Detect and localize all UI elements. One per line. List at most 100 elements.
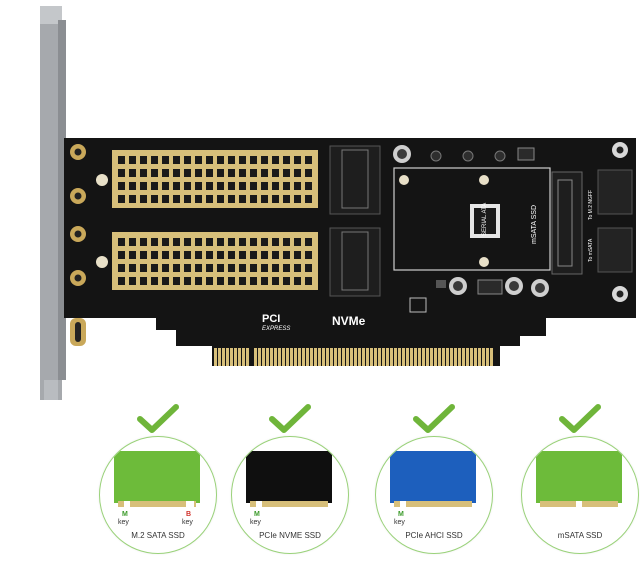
heatsink-slot xyxy=(140,277,147,285)
gold-finger xyxy=(270,348,273,366)
pcie-nvme-ssd-icon xyxy=(246,451,332,509)
heatsink-slot xyxy=(250,251,257,259)
gold-finger xyxy=(434,348,437,366)
heatsink-slot xyxy=(261,251,268,259)
express-logo-text: EXPRESS xyxy=(262,326,290,332)
heatsink-slot xyxy=(305,156,312,164)
gold-finger xyxy=(306,348,309,366)
heatsink-slot xyxy=(294,277,301,285)
heatsink-slot xyxy=(294,251,301,259)
m2-slot-lower xyxy=(112,232,318,290)
heatsink-slot xyxy=(184,251,191,259)
heatsink-slot xyxy=(118,169,125,177)
heatsink-slot xyxy=(283,156,290,164)
heatsink-slot xyxy=(151,195,158,203)
heatsink-slot xyxy=(173,251,180,259)
m-key-letter: M xyxy=(398,511,404,518)
heatsink-slot xyxy=(118,264,125,272)
heatsink-slot xyxy=(195,238,202,246)
heatsink-slot xyxy=(239,277,246,285)
gold-finger xyxy=(314,348,317,366)
gold-finger xyxy=(394,348,397,366)
heatsink-slot xyxy=(173,264,180,272)
gold-finger xyxy=(258,348,261,366)
heatsink-slot xyxy=(129,169,136,177)
heatsink-slot xyxy=(250,195,257,203)
heatsink-slot xyxy=(140,264,147,272)
m-key-word: key xyxy=(250,519,261,526)
gold-finger xyxy=(386,348,389,366)
compat-pcie-nvme: M key PCIe NVME SSD xyxy=(220,400,360,560)
heatsink-slot xyxy=(228,238,235,246)
ssd-type-label: M.2 SATA SSD xyxy=(131,531,185,540)
heatsink-slot xyxy=(217,264,224,272)
heatsink-slot xyxy=(118,195,125,203)
heatsink-slot xyxy=(129,195,136,203)
heatsink-slot xyxy=(162,251,169,259)
gold-finger xyxy=(366,348,369,366)
heatsink-slot xyxy=(206,251,213,259)
gold-finger xyxy=(406,348,409,366)
gold-finger xyxy=(234,348,237,366)
gold-finger xyxy=(334,348,337,366)
heatsink-slot xyxy=(195,182,202,190)
heatsink-slot xyxy=(272,182,279,190)
gold-finger xyxy=(326,348,329,366)
check-icon xyxy=(269,404,311,433)
gold-finger xyxy=(266,348,269,366)
pcie-ahci-ssd-icon xyxy=(390,451,476,509)
heatsink-slot xyxy=(261,169,268,177)
heatsink-slot xyxy=(272,238,279,246)
heatsink-slot xyxy=(217,195,224,203)
heatsink-slot xyxy=(261,182,268,190)
heatsink-slot xyxy=(129,277,136,285)
gold-finger xyxy=(374,348,377,366)
heatsink-slot xyxy=(305,169,312,177)
compat-m2-sata: M key B key M.2 SATA SSD xyxy=(88,400,228,560)
check-icon xyxy=(559,404,601,433)
heatsink-slot xyxy=(228,264,235,272)
m2-slot-upper xyxy=(112,150,318,208)
sata-ports xyxy=(597,169,633,273)
heatsink-slot xyxy=(151,182,158,190)
heatsink-slot xyxy=(162,182,169,190)
pci-logo-text: PCI xyxy=(262,313,280,325)
heatsink-slot xyxy=(140,169,147,177)
heatsink-slot xyxy=(239,156,246,164)
heatsink-slot xyxy=(184,195,191,203)
m-key-letter: M xyxy=(122,511,128,518)
gold-finger xyxy=(370,348,373,366)
heatsink-slot xyxy=(184,238,191,246)
gold-finger xyxy=(470,348,473,366)
gold-finger xyxy=(218,348,221,366)
gold-finger xyxy=(426,348,429,366)
heatsink-slot xyxy=(217,277,224,285)
heatsink-slot xyxy=(162,277,169,285)
heatsink-slot xyxy=(118,251,125,259)
ssd-circle: M key PCIe NVME SSD xyxy=(231,436,349,554)
gold-finger xyxy=(454,348,457,366)
b-key-word: key xyxy=(182,519,193,526)
heatsink-slot xyxy=(272,169,279,177)
gold-finger xyxy=(442,348,445,366)
heatsink-slot xyxy=(272,251,279,259)
heatsink-slot xyxy=(129,182,136,190)
gold-finger xyxy=(382,348,385,366)
gold-finger xyxy=(338,348,341,366)
heatsink-slot xyxy=(305,195,312,203)
heatsink-slot xyxy=(261,156,268,164)
heatsink-slot xyxy=(305,182,312,190)
gold-finger xyxy=(246,348,249,366)
heatsink-slot xyxy=(173,238,180,246)
heatsink-slot xyxy=(184,277,191,285)
heatsink-slot xyxy=(195,195,202,203)
gold-finger xyxy=(230,348,233,366)
check-icon xyxy=(413,404,455,433)
msata-board-label: mSATA SSD xyxy=(531,205,538,244)
heatsink-slot xyxy=(228,169,235,177)
ssd-circle: M key PCIe AHCI SSD xyxy=(375,436,493,554)
heatsink-slot xyxy=(283,169,290,177)
gold-finger xyxy=(490,348,493,366)
heatsink-slot xyxy=(129,264,136,272)
check-icon xyxy=(137,404,179,433)
